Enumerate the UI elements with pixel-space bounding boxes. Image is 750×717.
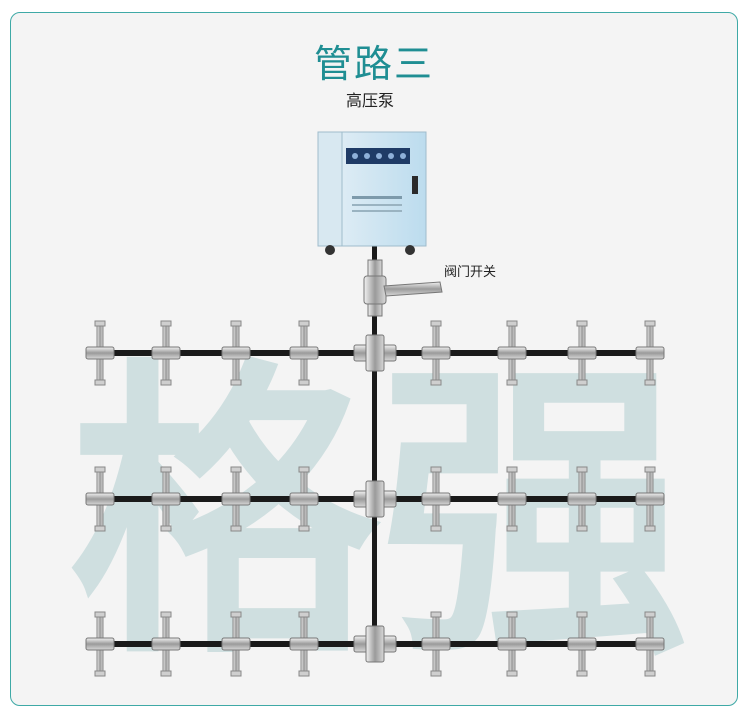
spray-nozzle: [85, 320, 115, 386]
branch-row: [85, 611, 665, 677]
spray-nozzle: [85, 466, 115, 532]
spray-nozzle: [151, 611, 181, 677]
spray-nozzle: [421, 611, 451, 677]
tee-fitting: [353, 334, 397, 372]
spray-nozzle: [567, 611, 597, 677]
spray-nozzle: [567, 320, 597, 386]
valve-label: 阀门开关: [444, 265, 497, 280]
tee-fitting: [353, 480, 397, 518]
spray-nozzle: [567, 466, 597, 532]
spray-nozzle: [289, 466, 319, 532]
trunk-pipe: [372, 246, 377, 646]
spray-nozzle: [421, 320, 451, 386]
spray-nozzle: [221, 466, 251, 532]
spray-nozzle: [289, 320, 319, 386]
spray-nozzle: [221, 611, 251, 677]
valve-switch: [363, 259, 443, 317]
spray-nozzle: [497, 611, 527, 677]
spray-nozzle: [497, 320, 527, 386]
page-title: 管路三: [313, 42, 434, 86]
spray-nozzle: [221, 320, 251, 386]
spray-nozzle: [635, 320, 665, 386]
spray-nozzle: [497, 466, 527, 532]
spray-nozzle: [85, 611, 115, 677]
branch-row: [85, 466, 665, 532]
pump-label: 高压泵: [345, 91, 394, 110]
branch-row: [85, 320, 665, 386]
spray-nozzle: [635, 466, 665, 532]
spray-nozzle: [289, 611, 319, 677]
spray-nozzle: [151, 320, 181, 386]
spray-nozzle: [421, 466, 451, 532]
spray-nozzle: [635, 611, 665, 677]
spray-nozzle: [151, 466, 181, 532]
high-pressure-pump: [317, 131, 427, 255]
tee-fitting: [353, 625, 397, 663]
